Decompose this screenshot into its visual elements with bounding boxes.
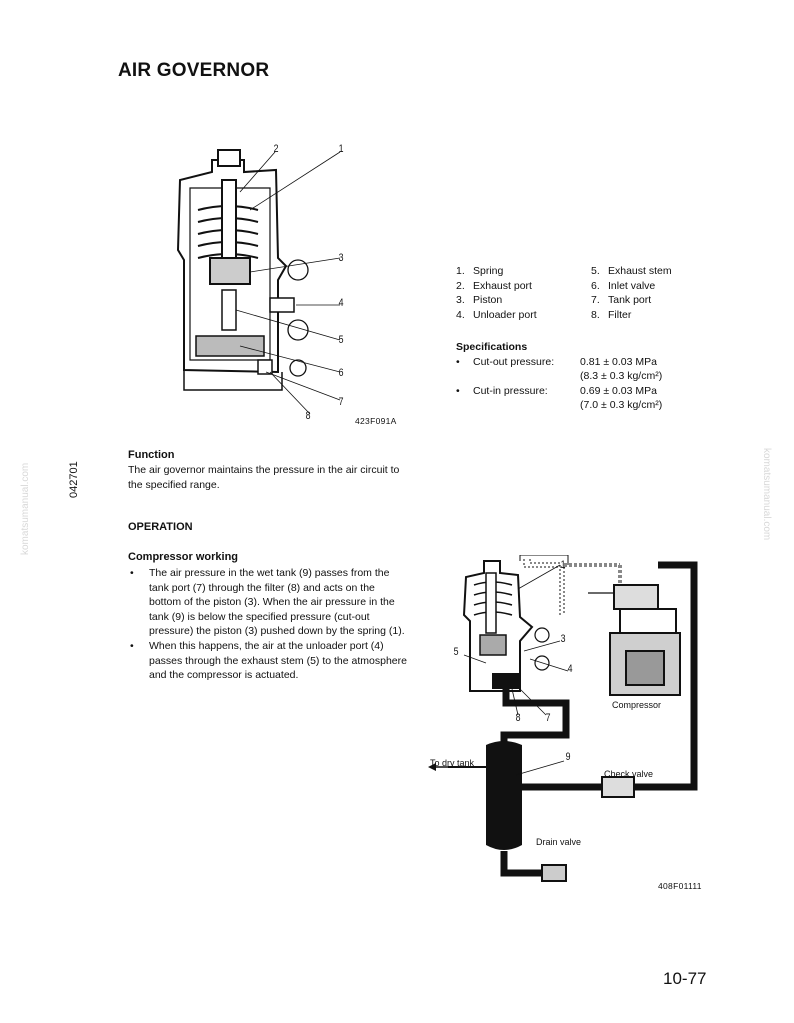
watermark-right: komatsumanual.com bbox=[761, 448, 772, 541]
fig2-callout-9: 9 bbox=[565, 751, 571, 763]
fig1-callout-5: 5 bbox=[338, 334, 344, 346]
fig1-callout-3: 3 bbox=[338, 252, 344, 264]
fig1-callout-2: 2 bbox=[273, 143, 279, 155]
fig1-callout-6: 6 bbox=[338, 367, 344, 379]
part-item: 1.Spring bbox=[456, 265, 504, 277]
fig1-callout-7: 7 bbox=[338, 396, 344, 408]
figure1-caption: 423F091A bbox=[355, 416, 397, 426]
operation-bullet: •When this happens, the air at the unloa… bbox=[130, 639, 407, 682]
operation-bullet: •The air pressure in the wet tank (9) pa… bbox=[130, 567, 405, 638]
page-title: AIR GOVERNOR bbox=[118, 60, 270, 81]
function-heading: Function bbox=[128, 449, 175, 461]
function-text: The air governor maintains the pressure … bbox=[128, 464, 400, 491]
label-to-dry-tank: To dry tank bbox=[430, 758, 475, 768]
fig1-callout-4: 4 bbox=[338, 297, 344, 309]
part-item: 2.Exhaust port bbox=[456, 279, 532, 292]
watermark-left: komatsumanual.com bbox=[20, 462, 31, 555]
fig1-callout-1: 1 bbox=[338, 143, 344, 155]
fig2-callout-4: 4 bbox=[567, 663, 573, 675]
part-item: 7.Tank port bbox=[591, 294, 652, 307]
label-compressor: Compressor bbox=[612, 700, 662, 710]
part-item: 6.Inlet valve bbox=[591, 279, 656, 292]
part-item: 5.Exhaust stem bbox=[591, 265, 672, 277]
label-drain-valve: Drain valve bbox=[536, 837, 582, 847]
spec-item-cut-in: •Cut-in pressure:0.69 ± 0.03 MPa (7.0 ± … bbox=[456, 384, 663, 412]
fig2-callout-1: 1 bbox=[560, 559, 566, 571]
part-item: 8.Filter bbox=[591, 308, 632, 321]
fig2-callout-8: 8 bbox=[515, 712, 521, 724]
part-item: 4.Unloader port bbox=[456, 308, 537, 321]
specifications-heading: Specifications bbox=[456, 341, 528, 353]
specifications: Specifications •Cut-out pressure:0.81 ± … bbox=[456, 340, 706, 413]
side-document-code: 042701 bbox=[68, 461, 80, 498]
operation-bullets: •The air pressure in the wet tank (9) pa… bbox=[128, 566, 408, 683]
spec-item-cut-out: •Cut-out pressure:0.81 ± 0.03 MPa (8.3 ±… bbox=[456, 355, 663, 383]
figure2-caption: 408F01111 bbox=[658, 881, 702, 891]
fig2-callout-3: 3 bbox=[560, 633, 566, 645]
label-check-valve: Check valve bbox=[604, 769, 654, 779]
compressor-working-heading: Compressor working bbox=[128, 551, 239, 563]
operation-heading: OPERATION bbox=[128, 521, 193, 533]
fig2-callout-7: 7 bbox=[545, 712, 551, 724]
air-circuit-figure bbox=[428, 555, 698, 882]
fig1-callout-8: 8 bbox=[305, 410, 311, 422]
governor-cross-section-figure bbox=[176, 149, 341, 415]
part-item: 3.Piston bbox=[456, 294, 503, 307]
fig2-callout-5: 5 bbox=[453, 646, 459, 658]
page-number: 10-77 bbox=[663, 969, 707, 988]
